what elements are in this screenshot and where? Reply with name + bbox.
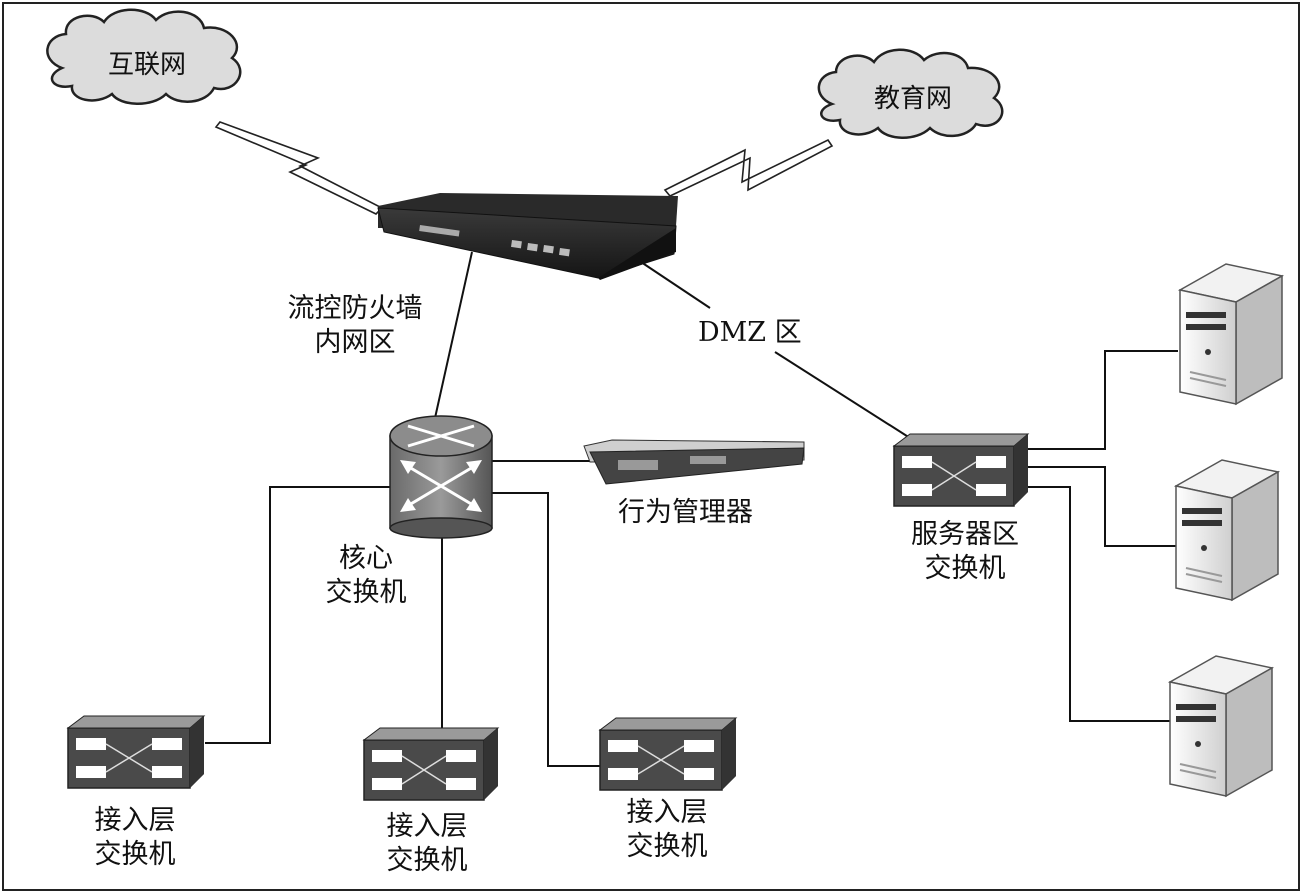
dmz-label: DMZ 区	[698, 317, 802, 348]
core-switch-label-line2: 交换机	[325, 577, 407, 608]
access-switch-1-label-line1: 接入层	[94, 805, 176, 836]
access-switch-1-label-line2: 交换机	[94, 839, 176, 870]
access-switch-2-icon	[362, 727, 500, 801]
cloud-icon	[46, 8, 242, 105]
access-switch-2-label: 接入层 交换机	[362, 810, 492, 878]
access-switch-3-label-line1: 接入层	[626, 797, 708, 828]
core-switch-label: 核心 交换机	[306, 542, 426, 610]
access-switch-3-icon	[598, 717, 738, 791]
link-firewall-core	[434, 251, 473, 419]
cloud-internet	[46, 8, 242, 105]
server-1-icon	[1177, 263, 1285, 406]
lightning-link-internet	[214, 121, 384, 215]
cloud-edu	[817, 48, 1004, 139]
access-switch-3-label-line2: 交换机	[626, 831, 708, 862]
access-switch-2-label-line1: 接入层	[386, 811, 468, 842]
link-switch-server3	[1028, 486, 1172, 722]
server-2-icon	[1173, 459, 1281, 602]
link-dmz-server-switch	[774, 351, 911, 439]
server-switch-label: 服务器区 交换机	[890, 518, 1040, 586]
server-switch-icon	[892, 433, 1030, 507]
cloud-icon	[817, 48, 1004, 139]
cloud-internet-label: 互联网	[108, 50, 187, 80]
firewall-label-line1: 流控防火墙	[287, 293, 423, 324]
core-router-icon	[389, 415, 493, 539]
connection-lines	[205, 251, 1178, 767]
behavior-manager-device-icon	[583, 439, 805, 485]
link-switch-server2	[1028, 466, 1178, 547]
link-core-access1	[205, 486, 390, 744]
server-switch-label-line1: 服务器区	[911, 519, 1019, 550]
access-switch-1-label: 接入层 交换机	[70, 804, 200, 872]
access-switch-1-icon	[66, 715, 206, 789]
link-firewall-dmz	[634, 257, 711, 309]
access-switch-2-label-line2: 交换机	[386, 845, 468, 876]
core-switch-label-line1: 核心	[339, 543, 393, 574]
firewall-device-icon	[377, 193, 678, 280]
link-switch-server1	[1028, 350, 1178, 450]
server-switch-label-line2: 交换机	[924, 553, 1006, 584]
access-switch-3-label: 接入层 交换机	[602, 796, 732, 864]
cloud-edu-label: 教育网	[874, 84, 953, 114]
server-3-icon	[1167, 655, 1275, 798]
behavior-manager-label: 行为管理器	[618, 497, 753, 528]
firewall-label-line2: 内网区	[314, 327, 396, 358]
lightning-link-edu	[663, 138, 834, 197]
firewall-label: 流控防火墙 内网区	[270, 292, 440, 360]
link-core-access3	[492, 492, 600, 767]
